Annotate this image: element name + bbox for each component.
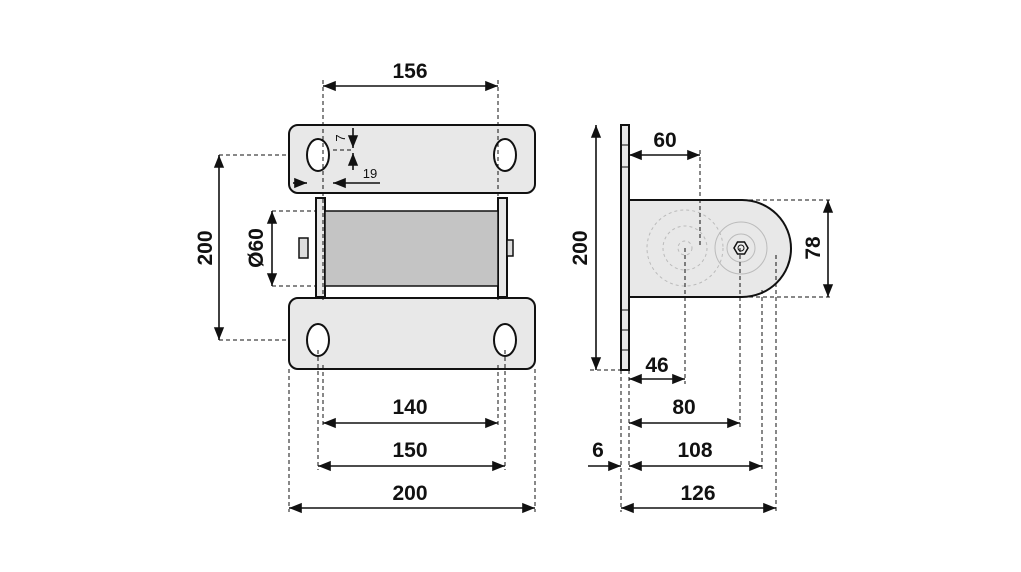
dim-roller-diameter: Ø60: [245, 228, 268, 268]
dim-axle-offset: 60: [653, 129, 676, 152]
dim-side-height: 200: [569, 230, 592, 265]
dim-80: 80: [672, 396, 695, 419]
dim-bracket-height: 78: [802, 236, 825, 260]
dim-top-width: 156: [392, 60, 427, 83]
dim-108: 108: [677, 439, 712, 462]
dim-slot-width: 19: [363, 166, 377, 181]
dim-slot-centers: 150: [392, 439, 427, 462]
dim-total-width: 200: [392, 482, 427, 505]
dim-front-height: 200: [194, 230, 217, 265]
mounting-slot: [493, 138, 517, 172]
dim-total-depth: 126: [680, 482, 715, 505]
axle-end: [506, 239, 514, 257]
front-view: 156 200 Ø60 7 19 140 150 200: [194, 60, 536, 514]
dim-plate-thickness: 6: [592, 439, 604, 462]
roller: [324, 210, 499, 287]
dim-46: 46: [645, 354, 668, 377]
nut-icon: [298, 237, 309, 259]
nut-icon: [733, 241, 749, 255]
mounting-slot: [306, 323, 330, 357]
left-side-bracket: [315, 197, 326, 298]
bottom-bracket-plate: [288, 297, 536, 370]
mounting-slot: [306, 138, 330, 172]
dim-slot-offset: 7: [333, 134, 348, 141]
dim-inner-width: 140: [392, 396, 427, 419]
mounting-slot: [493, 323, 517, 357]
side-view: 200 60 78 46 80 6 108 126: [569, 124, 834, 514]
right-side-bracket: [497, 197, 508, 298]
mounting-plate: [620, 124, 630, 371]
